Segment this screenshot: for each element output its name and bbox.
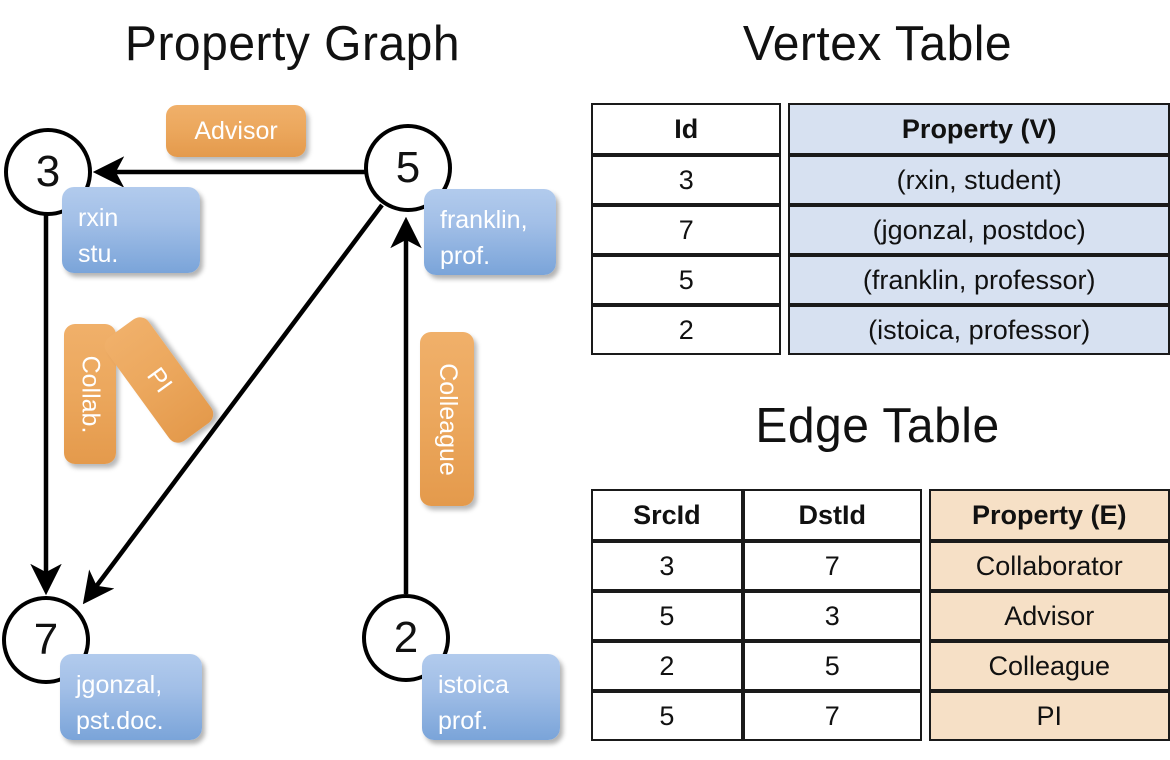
node-property-line1-7: jgonzal, <box>76 671 163 699</box>
node-property-line2-3: stu. <box>78 239 119 268</box>
edge-cell-dstid: 3 <box>742 591 922 641</box>
graph-node-5[interactable]: 5 <box>364 124 452 212</box>
vertex-cell-id: 5 <box>591 255 782 305</box>
table-row[interactable]: 3 (rxin, student) <box>591 155 1170 205</box>
graph-edges-svg <box>30 156 422 605</box>
edge-cell-srcid: 2 <box>591 641 743 691</box>
node-property-box-5[interactable]: franklin, prof. <box>424 189 556 275</box>
graph-node-2-label: 2 <box>393 613 419 662</box>
table-row[interactable]: 7 (jgonzal, postdoc) <box>591 205 1170 255</box>
vertex-row-gap <box>781 255 788 305</box>
vertex-row-gap <box>781 155 788 205</box>
table-row[interactable]: 5 3 Advisor <box>591 591 1170 641</box>
vertex-table-header-property: Property (V) <box>788 103 1170 155</box>
table-row[interactable]: 2 (istoica, professor) <box>591 305 1170 355</box>
vertex-cell-property: (rxin, student) <box>788 155 1170 205</box>
graph-node-7-label: 7 <box>33 615 59 664</box>
edge-cell-dstid: 7 <box>742 691 922 741</box>
edge-table: SrcId DstId Property (E) 3 7 Collaborato… <box>591 489 1170 741</box>
vertex-table-header-row: Id Property (V) <box>591 103 1170 155</box>
vertex-row-gap <box>781 205 788 255</box>
vertex-row-gap <box>781 305 788 355</box>
node-property-line2-5: prof. <box>440 241 491 270</box>
edge-cell-srcid: 5 <box>591 691 743 741</box>
graph-node-5-label: 5 <box>395 143 421 192</box>
vertex-cell-property: (istoica, professor) <box>788 305 1170 355</box>
page-title-property-graph: Property Graph <box>124 17 461 71</box>
edge-cell-property: Collaborator <box>928 541 1170 591</box>
edge-cell-dstid: 5 <box>742 641 922 691</box>
node-property-line2-7: pst.doc. <box>76 706 164 735</box>
edge-table-column-gap <box>922 489 929 541</box>
edge-cell-property: Advisor <box>928 591 1170 641</box>
node-property-line1-2: istoica <box>438 671 509 699</box>
edge-label-colleague-text: Colleague <box>433 362 462 476</box>
vertex-cell-id: 2 <box>591 305 782 355</box>
graph-node-2[interactable]: 2 <box>362 594 450 682</box>
page-title-vertex-table: Vertex Table <box>742 17 1013 71</box>
edge-label-pi-text: PI <box>141 361 178 398</box>
edge-cell-property: PI <box>928 691 1170 741</box>
node-property-box-2[interactable]: istoica prof. <box>422 654 560 740</box>
vertex-cell-property: (jgonzal, postdoc) <box>788 205 1170 255</box>
vertex-cell-id: 3 <box>591 155 782 205</box>
edge-cell-srcid: 3 <box>591 541 743 591</box>
edge-label-advisor-text: Advisor <box>194 116 278 145</box>
edge-line-5-to-7 <box>82 203 384 605</box>
edge-row-gap <box>922 691 929 741</box>
edge-row-gap <box>922 641 929 691</box>
table-row[interactable]: 5 (franklin, professor) <box>591 255 1170 305</box>
edge-table-header-dstid: DstId <box>742 489 922 541</box>
edge-cell-dstid: 7 <box>742 541 922 591</box>
node-property-line1-5: franklin, <box>440 206 528 234</box>
page-title-edge-table: Edge Table <box>755 399 1000 453</box>
property-graph-diagram: 3 5 7 2 rxin stu. franklin, prof. jgonza… <box>2 105 560 740</box>
edge-label-advisor[interactable]: Advisor <box>166 105 306 157</box>
edge-cell-srcid: 5 <box>591 591 743 641</box>
edge-label-collab-text: Collab. <box>76 355 105 433</box>
table-row[interactable]: 5 7 PI <box>591 691 1170 741</box>
edge-label-colleague[interactable]: Colleague <box>420 332 474 506</box>
edge-table-header-srcid: SrcId <box>591 489 743 541</box>
node-property-box-7[interactable]: jgonzal, pst.doc. <box>60 654 202 740</box>
graph-node-3-label: 3 <box>35 147 61 196</box>
edge-row-gap <box>922 591 929 641</box>
node-property-line2-2: prof. <box>438 706 489 735</box>
edge-table-header-property: Property (E) <box>928 489 1170 541</box>
vertex-table-header-id: Id <box>591 103 782 155</box>
node-property-box-3[interactable]: rxin stu. <box>62 187 200 273</box>
table-row[interactable]: 2 5 Colleague <box>591 641 1170 691</box>
vertex-table-column-gap <box>781 103 788 155</box>
edge-cell-property: Colleague <box>928 641 1170 691</box>
vertex-cell-property: (franklin, professor) <box>788 255 1170 305</box>
table-row[interactable]: 3 7 Collaborator <box>591 541 1170 591</box>
node-property-line1-3: rxin <box>78 204 119 232</box>
vertex-table: Id Property (V) 3 (rxin, student) 7 (jgo… <box>591 103 1170 355</box>
edge-row-gap <box>922 541 929 591</box>
vertex-cell-id: 7 <box>591 205 782 255</box>
edge-table-header-row: SrcId DstId Property (E) <box>591 489 1170 541</box>
